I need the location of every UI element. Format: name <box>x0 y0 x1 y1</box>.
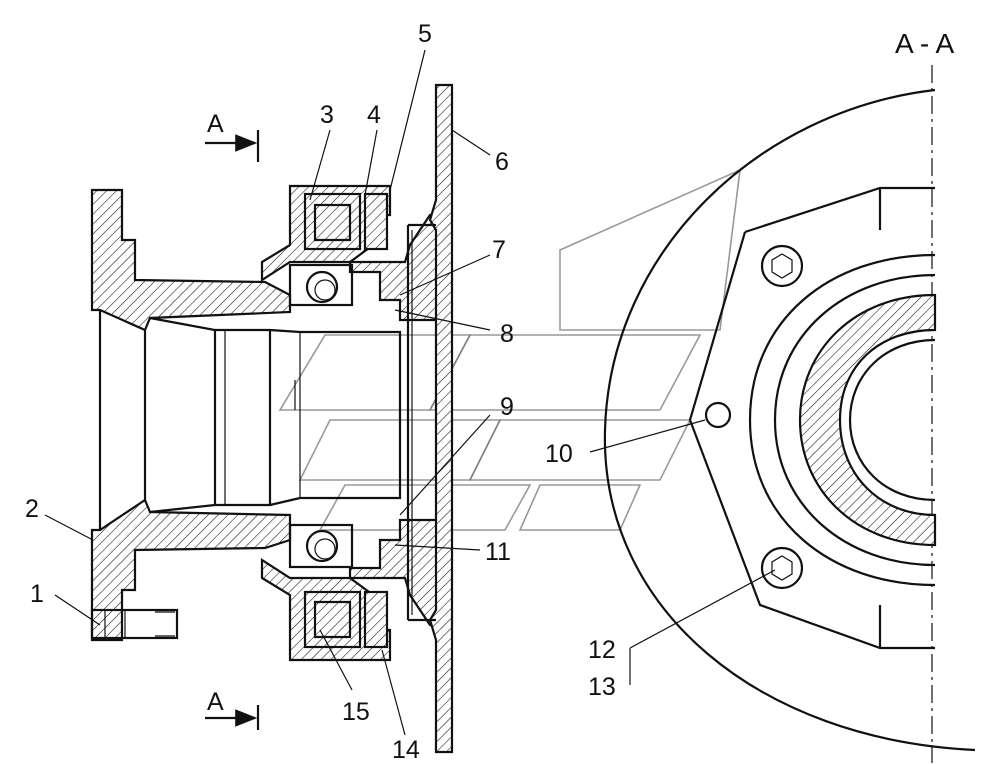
callout-15: 15 <box>342 698 370 726</box>
section-a-a-view <box>603 65 976 763</box>
section-title: A - A <box>895 28 955 59</box>
callout-2: 2 <box>25 495 39 523</box>
callout-7: 7 <box>492 236 506 264</box>
callout-13: 13 <box>588 673 616 701</box>
section-arrow-bottom <box>205 705 260 730</box>
leader-lines <box>44 49 776 736</box>
callout-1: 1 <box>30 580 44 608</box>
callout-3: 3 <box>320 101 334 129</box>
callout-6: 6 <box>495 148 509 176</box>
callout-12: 12 <box>588 636 616 664</box>
callout-11: 11 <box>485 538 511 566</box>
callout-4: 4 <box>367 101 381 129</box>
callout-5: 5 <box>418 20 432 48</box>
callout-10: 10 <box>545 440 573 468</box>
callout-8: 8 <box>500 320 514 348</box>
section-arrow-top <box>205 130 260 162</box>
callout-14: 14 <box>392 736 420 764</box>
section-marker-bottom: A <box>207 688 224 716</box>
callout-9: 9 <box>500 393 514 421</box>
longitudinal-section <box>90 83 454 754</box>
section-marker-top: A <box>207 110 224 138</box>
